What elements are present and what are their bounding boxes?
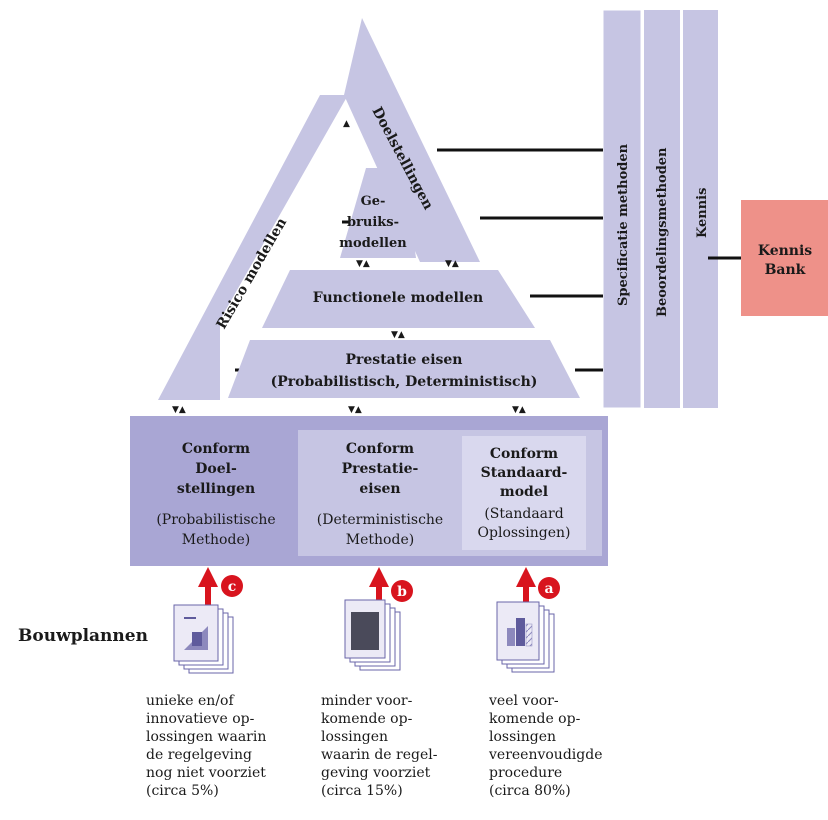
document-stack-b bbox=[344, 599, 401, 671]
connector-lines bbox=[235, 148, 741, 372]
column-specificatie-label: Specificatie methoden bbox=[616, 143, 631, 306]
arrow-a: a bbox=[516, 567, 560, 614]
arrow-up-icon bbox=[516, 567, 536, 587]
description-line: minder voor- bbox=[321, 693, 413, 709]
description-line: veel voor- bbox=[488, 693, 559, 709]
conform-doel-method: Methode) bbox=[182, 532, 250, 548]
kennis-bank-label-2: Bank bbox=[765, 262, 806, 278]
functionele-modellen-band bbox=[262, 270, 535, 328]
conform-standaard-box bbox=[462, 436, 586, 550]
conform-doel-method: (Probabilistische bbox=[156, 512, 275, 528]
gebruiksmodellen-label-2: bruiks- bbox=[347, 215, 399, 230]
conform-prestatie-method: (Deterministische bbox=[317, 512, 443, 528]
description-line: lossingen waarin bbox=[146, 729, 266, 745]
document-stack-a bbox=[496, 601, 555, 673]
arrow-b: b bbox=[369, 567, 413, 614]
double-arrow-icon: ▼▲ bbox=[356, 259, 370, 269]
gebruiksmodellen-label-3: modellen bbox=[339, 236, 407, 251]
arrow-up-icon bbox=[198, 567, 218, 587]
conform-doel-label: Doel- bbox=[195, 461, 237, 477]
conform-standaard-method: Oplossingen) bbox=[478, 525, 571, 541]
conform-standaard-label: Standaard- bbox=[481, 465, 568, 481]
prestatie-eisen-band bbox=[228, 340, 580, 398]
conform-prestatie-label: Conform bbox=[346, 441, 414, 457]
conform-prestatie-label: Prestatie- bbox=[342, 461, 419, 477]
description-line: komende op- bbox=[489, 711, 581, 727]
marker-b bbox=[391, 580, 413, 602]
dark-panel-icon bbox=[351, 612, 379, 650]
description-line: komende op- bbox=[321, 711, 413, 727]
conform-standaard-method: (Standaard bbox=[484, 506, 563, 522]
column-kennis bbox=[683, 10, 718, 408]
double-arrow-icon: ▲ bbox=[343, 119, 350, 129]
gebruiksmodellen-block bbox=[340, 168, 416, 258]
conform-standaard-label: Conform bbox=[490, 446, 558, 462]
double-arrow-icon: ▼▲ bbox=[172, 405, 186, 415]
marker-a bbox=[538, 577, 560, 599]
column-kennis-label: Kennis bbox=[695, 188, 710, 238]
description-c: unieke en/of innovatieve op- lossingen w… bbox=[146, 693, 266, 799]
conform-standaard-label: model bbox=[500, 484, 548, 500]
conform-doel-label: Conform bbox=[182, 441, 250, 457]
conform-panel: Conform Doel- stellingen (Probabilistisc… bbox=[130, 416, 608, 566]
kennis-bank-label-1: Kennis bbox=[758, 243, 812, 259]
description-line: geving voorziet bbox=[321, 765, 431, 781]
arrow-up-icon bbox=[369, 567, 389, 587]
functionele-modellen-label: Functionele modellen bbox=[313, 290, 483, 306]
innovative-structure-icon bbox=[184, 617, 208, 650]
red-arrows: c b a bbox=[198, 567, 560, 614]
double-arrow-icon: ▼▲ bbox=[512, 405, 526, 415]
gebruiksmodellen-label-1: Ge- bbox=[361, 194, 386, 209]
bouwplannen-label: Bouwplannen bbox=[18, 626, 148, 646]
pyramid: Doelstellingen Risico modellen Ge- bruik… bbox=[158, 18, 580, 400]
column-beoordeling-label: Beoordelingsmethoden bbox=[655, 147, 670, 317]
description-line: procedure bbox=[489, 765, 562, 781]
description-line: lossingen bbox=[489, 729, 556, 745]
description-line: de regelgeving bbox=[146, 747, 252, 763]
conform-prestatie-method: Methode) bbox=[346, 532, 414, 548]
risico-modellen-band bbox=[158, 95, 348, 400]
marker-b-letter: b bbox=[397, 584, 407, 600]
description-line: unieke en/of bbox=[146, 693, 235, 709]
kennis-bank-box bbox=[741, 200, 828, 316]
standard-building-icon bbox=[507, 618, 533, 647]
description-line: waarin de regel- bbox=[321, 747, 438, 763]
double-arrows: ▲ ▼▲ ▼▲ ▼▲ ▼▲ ▼▲ ▼▲ bbox=[172, 119, 526, 415]
description-b: minder voor- komende op- lossingen waari… bbox=[321, 693, 438, 799]
description-line: (circa 5%) bbox=[146, 783, 219, 799]
marker-c-letter: c bbox=[228, 579, 237, 595]
description-a: veel voor- komende op- lossingen vereenv… bbox=[488, 693, 602, 799]
column-beoordeling bbox=[644, 10, 680, 408]
description-line: nog niet voorziet bbox=[146, 765, 266, 781]
marker-c bbox=[221, 575, 243, 597]
column-specificatie bbox=[602, 9, 642, 409]
prestatie-eisen-label-2: (Probabilistisch, Deterministisch) bbox=[271, 374, 538, 390]
marker-a-letter: a bbox=[544, 581, 553, 597]
document-stack-c bbox=[173, 604, 234, 674]
description-line: innovatieve op- bbox=[146, 711, 255, 727]
method-columns: Specificatie methoden Beoordelingsmethod… bbox=[602, 9, 718, 409]
prestatie-eisen-label-1: Prestatie eisen bbox=[346, 352, 463, 368]
kennis-bank: Kennis Bank bbox=[741, 200, 828, 316]
arrow-c: c bbox=[198, 567, 243, 614]
conform-doel-label: stellingen bbox=[177, 481, 255, 497]
doelstellingen-band bbox=[344, 18, 480, 262]
description-line: (circa 15%) bbox=[321, 783, 403, 799]
description-line: vereenvoudigde bbox=[488, 747, 602, 763]
double-arrow-icon: ▼▲ bbox=[391, 330, 405, 340]
double-arrow-icon: ▼▲ bbox=[445, 259, 459, 269]
double-arrow-icon: ▼▲ bbox=[348, 405, 362, 415]
description-line: lossingen bbox=[321, 729, 388, 745]
description-line: (circa 80%) bbox=[489, 783, 571, 799]
conform-prestatie-label: eisen bbox=[359, 481, 400, 497]
